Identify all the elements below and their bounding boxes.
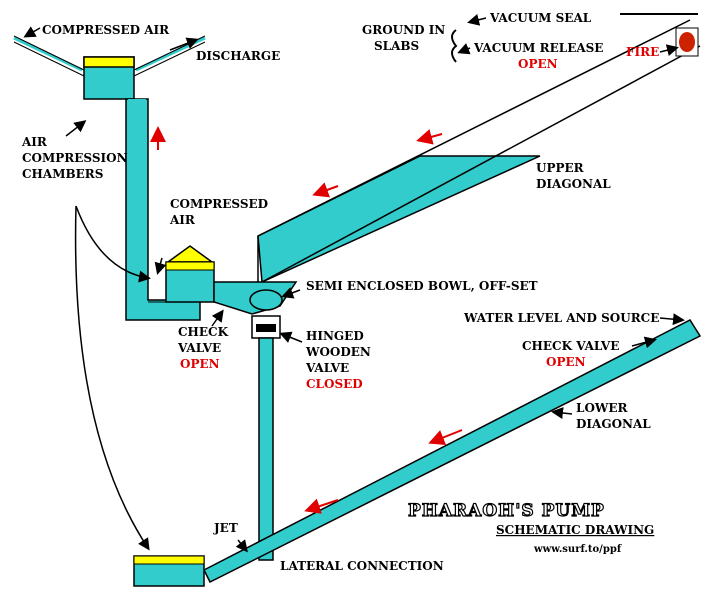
label-slabs: SLABS bbox=[374, 39, 419, 53]
label-hinged-valve: VALVE bbox=[305, 361, 349, 375]
label-air: AIR bbox=[21, 135, 48, 149]
label-compressed-mid-1: COMPRESSED bbox=[170, 197, 268, 211]
label-hinged-valve-state: CLOSED bbox=[306, 377, 363, 391]
label-hinged: HINGED bbox=[306, 329, 364, 343]
label-vacuum-release: VACUUM RELEASE bbox=[473, 41, 603, 55]
label-ground-in: GROUND IN bbox=[362, 23, 445, 37]
label-chambers: CHAMBERS bbox=[22, 167, 103, 181]
fire-icon bbox=[620, 13, 699, 57]
label-fire: FIRE bbox=[626, 45, 659, 59]
label-jet: JET bbox=[213, 521, 238, 535]
flow-arrows bbox=[150, 126, 463, 514]
label-upper: UPPER bbox=[536, 161, 585, 175]
label-lateral-connection: LATERAL CONNECTION bbox=[280, 559, 444, 573]
label-compressed-air-top: COMPRESSED AIR bbox=[42, 23, 170, 37]
label-vacuum-release-state: OPEN bbox=[518, 57, 558, 71]
label-compressed-mid-2: AIR bbox=[169, 213, 196, 227]
label-wooden: WOODEN bbox=[305, 345, 371, 359]
diagram-subtitle: SCHEMATIC DRAWING bbox=[496, 523, 654, 537]
label-lower-diagonal: DIAGONAL bbox=[576, 417, 651, 431]
label-check-valve-right-state: OPEN bbox=[546, 355, 586, 369]
hinged-wooden-valve bbox=[251, 315, 281, 339]
semi-enclosed-bowl bbox=[213, 281, 298, 315]
pointer-arrows bbox=[23, 13, 685, 553]
bottom-air-chamber bbox=[133, 555, 205, 587]
label-check-valve-right: CHECK VALVE bbox=[522, 339, 619, 353]
upper-diagonal bbox=[257, 19, 701, 284]
label-semi-enclosed-bowl: SEMI ENCLOSED BOWL, OFF-SET bbox=[306, 279, 538, 293]
label-water-level-source: WATER LEVEL AND SOURCE bbox=[463, 311, 659, 325]
diagram-title: PHARAOH'S PUMP bbox=[408, 501, 605, 521]
label-vacuum-seal: VACUUM SEAL bbox=[489, 11, 592, 25]
middle-air-chamber bbox=[148, 245, 215, 303]
slabs-brace bbox=[451, 29, 458, 63]
label-compression: COMPRESSION bbox=[22, 151, 128, 165]
label-lower: LOWER bbox=[576, 401, 629, 415]
down-pipe bbox=[258, 337, 274, 561]
label-check: CHECK bbox=[178, 325, 229, 339]
diagram-url: www.surf.to/ppf bbox=[533, 544, 622, 555]
top-air-chamber bbox=[13, 35, 206, 100]
label-valve: VALVE bbox=[177, 341, 221, 355]
label-discharge: DISCHARGE bbox=[196, 49, 280, 63]
lower-diagonal bbox=[202, 319, 702, 584]
label-check-valve-left-state: OPEN bbox=[180, 357, 220, 371]
label-upper-diagonal: DIAGONAL bbox=[536, 177, 611, 191]
